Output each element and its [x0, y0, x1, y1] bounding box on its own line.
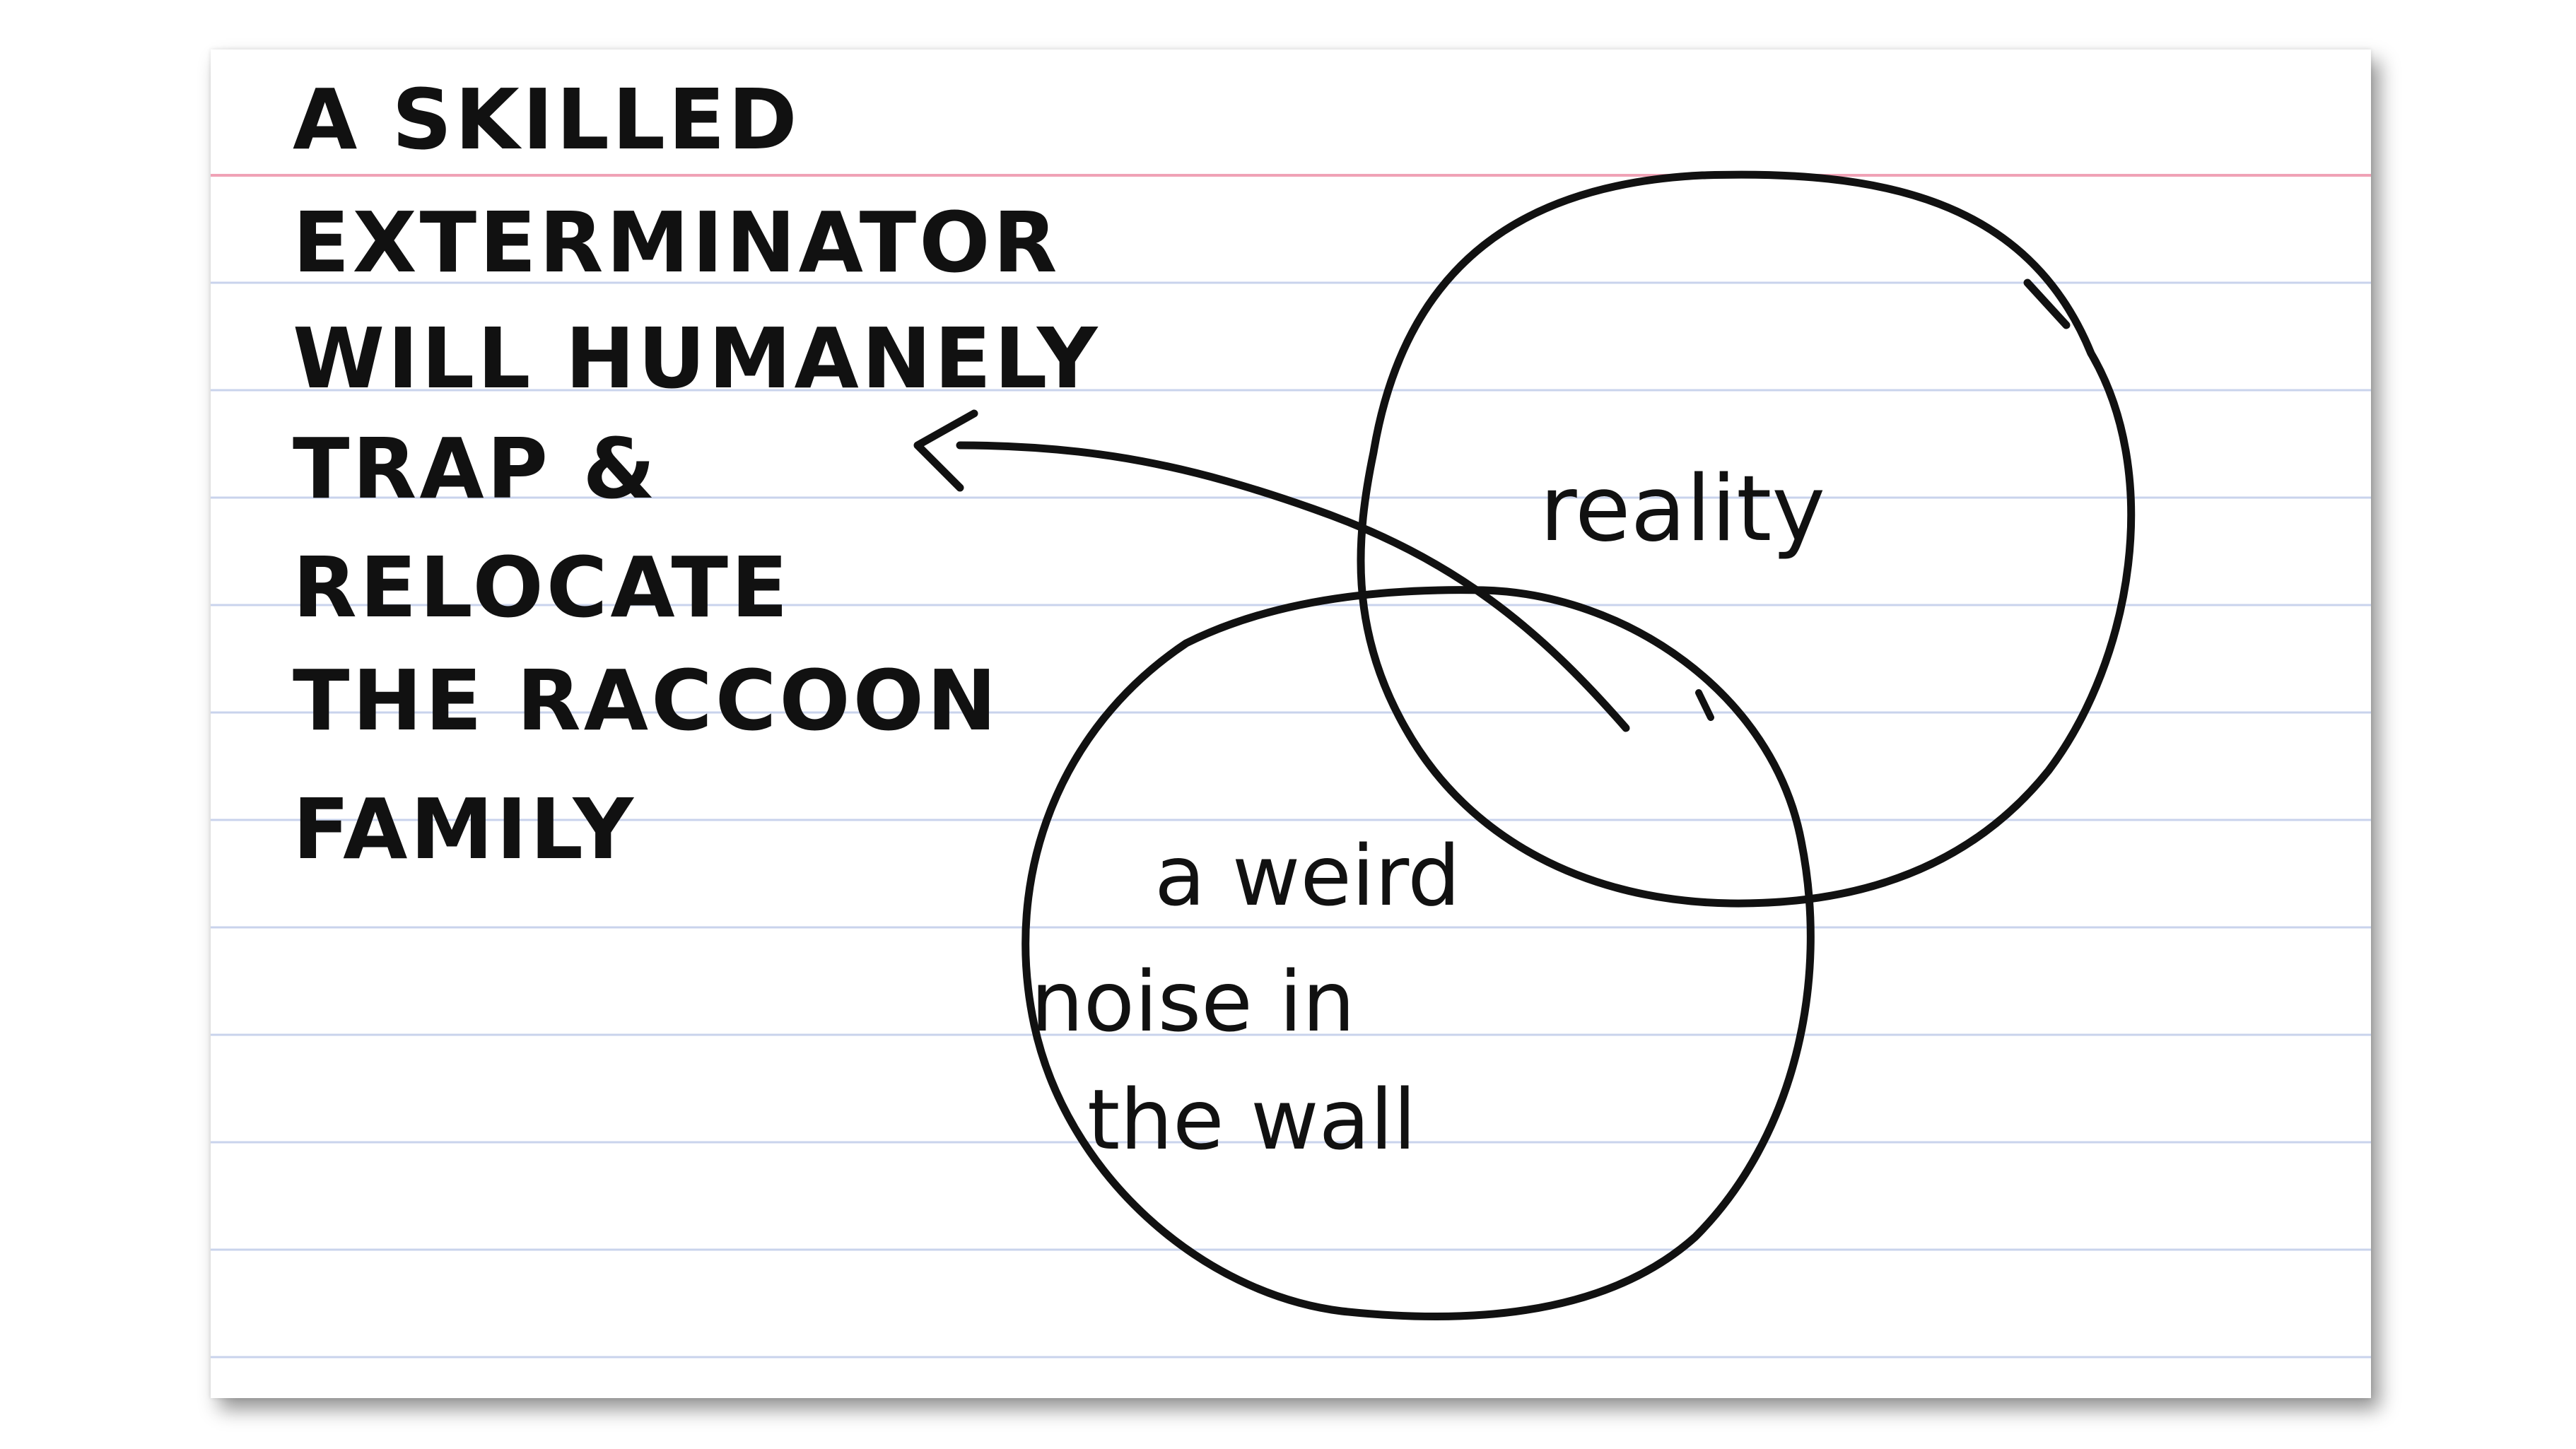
note-line: RELOCATE — [293, 539, 791, 636]
note-line: FAMILY — [293, 780, 636, 878]
note-line: TRAP & — [293, 420, 658, 517]
note-line: EXTERMINATOR — [293, 194, 1060, 291]
label-noise-line: noise in — [1031, 953, 1355, 1050]
index-card: A SKILLED EXTERMINATOR WILL HUMANELY TRA… — [211, 49, 2371, 1398]
label-noise-line: a weird — [1154, 827, 1460, 925]
label-noise-line: the wall — [1087, 1071, 1417, 1168]
ruled-lines — [211, 174, 2371, 1359]
tick-mark — [1695, 689, 1714, 721]
note-line: A SKILLED — [293, 71, 800, 168]
note-line: WILL HUMANELY — [293, 310, 1100, 407]
note-line: THE RACCOON — [293, 652, 1000, 749]
arrowhead-icon — [913, 409, 978, 492]
note-text: A SKILLED EXTERMINATOR WILL HUMANELY TRA… — [293, 71, 1100, 878]
label-reality: reality — [1540, 457, 1825, 562]
circle-reality — [1357, 170, 2136, 908]
venn-diagram: A SKILLED EXTERMINATOR WILL HUMANELY TRA… — [293, 71, 2136, 1321]
arrow-shaft — [956, 441, 1630, 732]
circle-noise — [1021, 586, 1815, 1321]
